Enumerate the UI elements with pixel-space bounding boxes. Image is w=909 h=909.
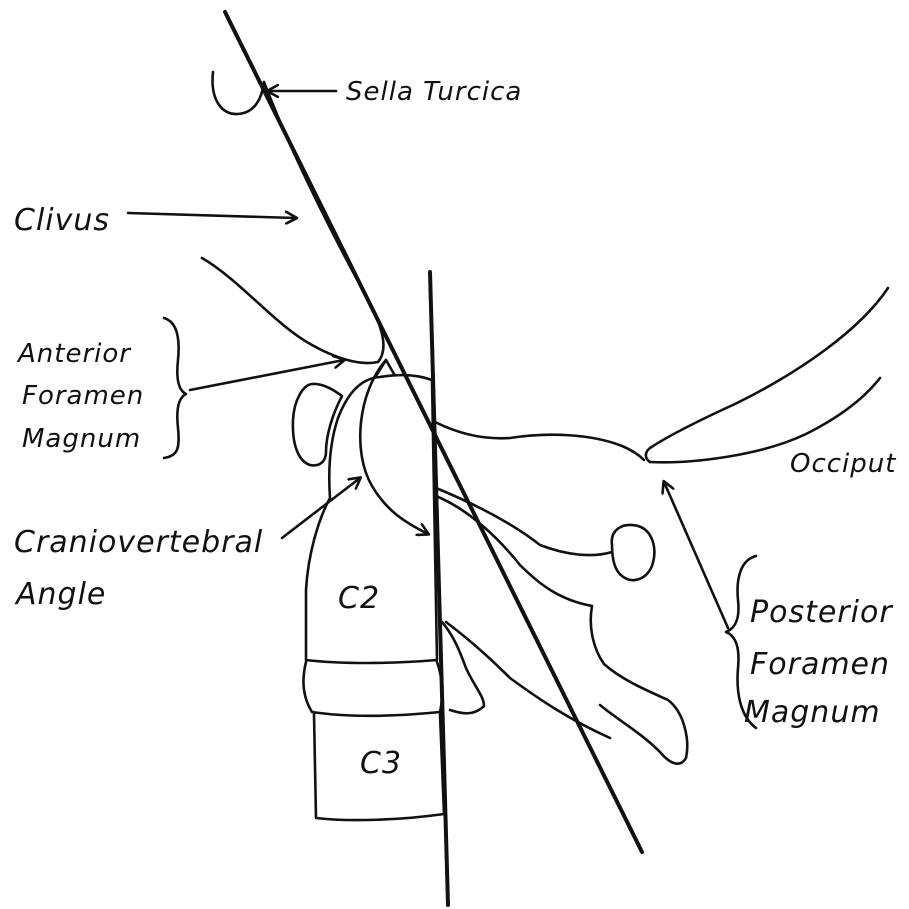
clivus-label: Clivus [14, 203, 110, 238]
craniovertebral-angle-label-1: Craniovertebral [14, 525, 263, 560]
anterior-foramen-magnum-label-2: Foramen [22, 381, 144, 411]
c2-spinous-process [591, 606, 687, 764]
clivus-contour [202, 82, 383, 363]
c1-posterior-tubercle [612, 525, 655, 580]
craniovertebral-angle-label-2: Angle [14, 577, 106, 612]
craniovertebral-angle-arrow [282, 478, 360, 538]
sella-turcica-label: Sella Turcica [346, 77, 522, 107]
posterior-vertebral-line [430, 272, 448, 905]
c2-c3-disc [304, 662, 443, 716]
occiput-label: Occiput [790, 449, 896, 479]
clivus-arrow [128, 213, 296, 218]
anterior-foramen-magnum-label-3: Magnum [22, 424, 141, 454]
anterior-foramen-magnum-label-1: Anterior [16, 339, 132, 369]
posterior-foramen-magnum-label-1: Posterior [750, 595, 893, 630]
anterior-foramen-magnum-brace [164, 318, 186, 458]
occiput-outer [646, 288, 888, 462]
posterior-foramen-magnum-label-3: Magnum [744, 695, 881, 730]
posterior-foramen-magnum-arrow [664, 482, 728, 628]
angle-arc [360, 360, 428, 534]
c3-label: C3 [360, 746, 402, 781]
posterior-foramen-magnum-label-2: Foramen [750, 647, 890, 682]
c2-body [306, 375, 437, 663]
c2-label: C2 [338, 581, 380, 616]
